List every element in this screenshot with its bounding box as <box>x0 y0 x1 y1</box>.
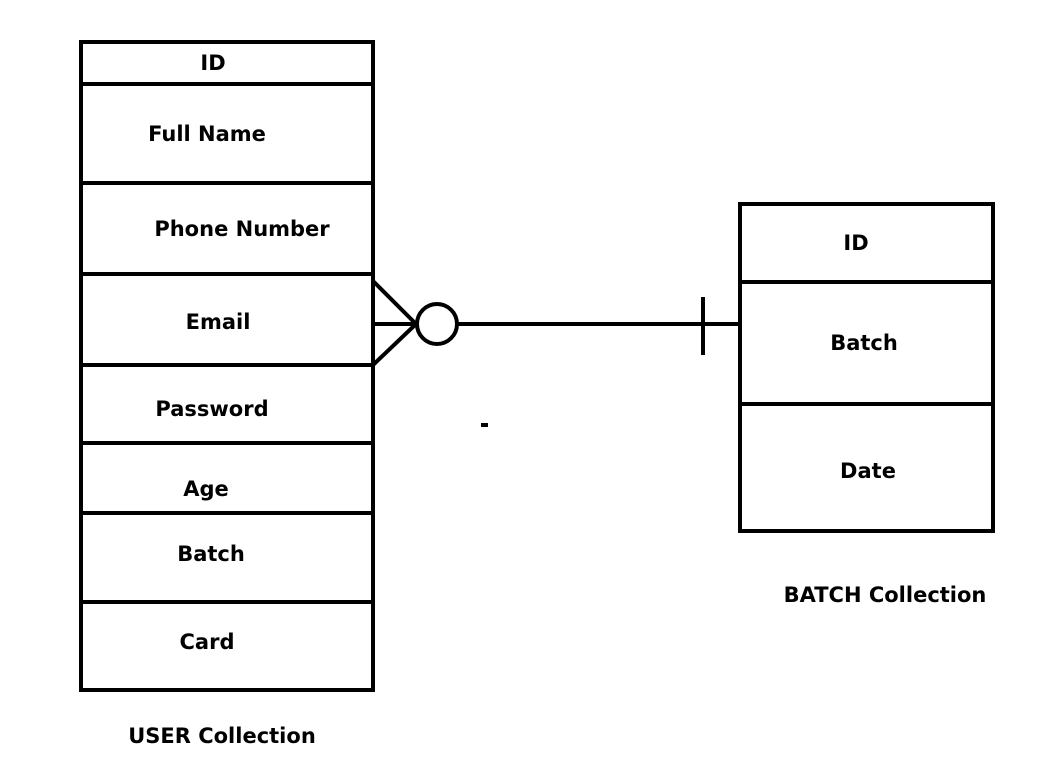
user-field-fullname-cell <box>79 82 375 185</box>
zero-optionality-circle <box>415 302 459 346</box>
crows-foot-lower-prong <box>371 322 418 367</box>
user-collection-entity: ID Full Name Phone Number Email Password… <box>79 40 375 692</box>
user-field-card-cell <box>79 600 375 692</box>
user-field-fullname-label: Full Name <box>148 122 266 146</box>
user-field-phone-label: Phone Number <box>154 217 330 241</box>
batch-field-id-cell <box>738 202 995 284</box>
user-field-batch-label: Batch <box>177 542 245 566</box>
batch-field-date-cell <box>738 402 995 533</box>
user-field-id-cell <box>79 40 375 86</box>
user-field-id-label: ID <box>200 51 225 75</box>
user-field-password-label: Password <box>155 397 268 421</box>
batch-collection-caption: BATCH Collection <box>784 583 987 607</box>
user-collection-caption: USER Collection <box>128 724 316 748</box>
user-field-phone-cell <box>79 181 375 276</box>
batch-field-id-label: ID <box>843 231 868 255</box>
user-field-age-label: Age <box>183 477 229 501</box>
relationship-connector <box>371 279 740 367</box>
batch-collection-entity: ID Batch Date <box>738 202 995 533</box>
crows-foot-upper-prong <box>371 279 418 326</box>
batch-field-date-label: Date <box>840 459 896 483</box>
user-field-password-cell <box>79 363 375 445</box>
user-field-email-label: Email <box>186 310 251 334</box>
batch-field-batch-label: Batch <box>830 331 898 355</box>
user-field-card-label: Card <box>180 630 235 654</box>
user-field-batch-cell <box>79 511 375 604</box>
